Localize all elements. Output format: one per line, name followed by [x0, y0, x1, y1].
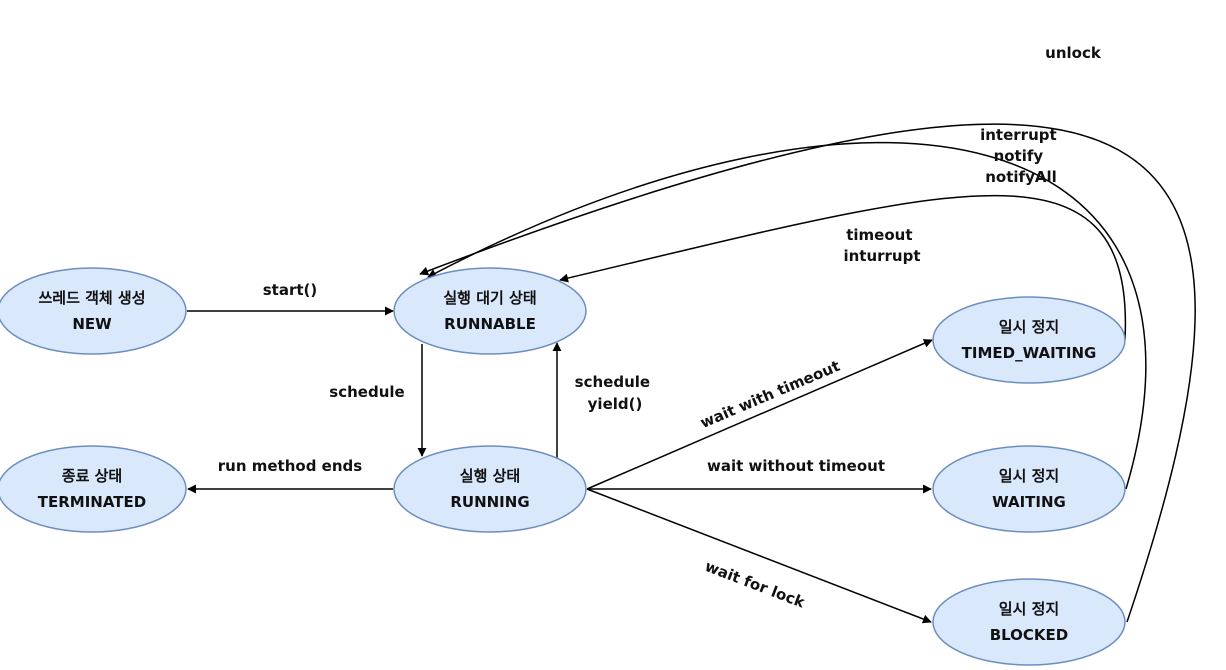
label-schedule: schedule: [329, 383, 404, 401]
node-running: 실행 상태 RUNNING: [393, 445, 587, 533]
label-notify-line1: interrupt: [980, 126, 1057, 144]
node-terminated-shape: [0, 445, 187, 533]
node-terminated: 종료 상태 TERMINATED: [0, 445, 187, 533]
node-running-line2: RUNNING: [450, 493, 529, 511]
node-runnable-line2: RUNNABLE: [444, 315, 536, 333]
node-waiting: 일시 정지 WAITING: [932, 445, 1126, 533]
node-timed-waiting: 일시 정지 TIMED_WAITING: [932, 296, 1126, 384]
edge-unlock-back: [419, 123, 1196, 623]
label-start: start(): [263, 281, 318, 299]
node-waiting-shape: [932, 445, 1126, 533]
edge-wait-with-timeout: [586, 339, 933, 490]
node-timed-waiting-shape: [932, 296, 1126, 384]
label-timeout-inturrupt: timeout inturrupt: [843, 226, 920, 265]
node-running-line1: 실행 상태: [460, 467, 520, 485]
node-blocked-shape: [932, 578, 1126, 666]
label-wait-without-timeout: wait without timeout: [707, 457, 885, 475]
node-blocked: 일시 정지 BLOCKED: [932, 578, 1126, 666]
node-runnable-shape: [393, 267, 587, 355]
label-schedule-yield: schedule yield(): [575, 373, 656, 413]
label-notify-line3: notifyAll: [985, 168, 1057, 186]
node-terminated-line1: 종료 상태: [62, 467, 122, 485]
node-blocked-line2: BLOCKED: [990, 626, 1069, 644]
label-schedule-yield-line2: yield(): [588, 395, 643, 413]
edge-notify-back: [427, 141, 1147, 490]
label-notify-line2: notify: [994, 147, 1044, 165]
node-runnable-line1: 실행 대기 상태: [443, 289, 536, 307]
node-terminated-line2: TERMINATED: [38, 493, 146, 511]
label-wait-for-lock: wait for lock: [702, 557, 808, 612]
node-timed-waiting-line1: 일시 정지: [999, 318, 1059, 336]
label-wait-with-timeout: wait with timeout: [698, 357, 843, 432]
edges: [187, 123, 1196, 624]
node-new-line2: NEW: [72, 315, 112, 333]
label-schedule-yield-line1: schedule: [575, 373, 650, 391]
node-new-line1: 쓰레드 객체 생성: [38, 289, 145, 307]
label-unlock: unlock: [1045, 44, 1102, 62]
node-new-shape: [0, 267, 187, 355]
nodes: 쓰레드 객체 생성 NEW 실행 대기 상태 RUNNABLE 실행 상태 RU…: [0, 267, 1126, 666]
label-interrupt-notify: interrupt notify notifyAll: [980, 126, 1062, 186]
node-blocked-line1: 일시 정지: [999, 600, 1059, 618]
edge-wait-for-lock: [586, 488, 932, 624]
label-timeout-line1: timeout: [846, 226, 912, 244]
node-timed-waiting-line2: TIMED_WAITING: [962, 344, 1097, 362]
edge-timeout-back: [559, 194, 1127, 341]
node-waiting-line2: WAITING: [992, 493, 1066, 511]
label-timeout-line2: inturrupt: [843, 247, 920, 265]
node-runnable: 실행 대기 상태 RUNNABLE: [393, 267, 587, 355]
node-running-shape: [393, 445, 587, 533]
node-new: 쓰레드 객체 생성 NEW: [0, 267, 187, 355]
node-waiting-line1: 일시 정지: [999, 467, 1059, 485]
label-run-method-ends: run method ends: [218, 457, 362, 475]
